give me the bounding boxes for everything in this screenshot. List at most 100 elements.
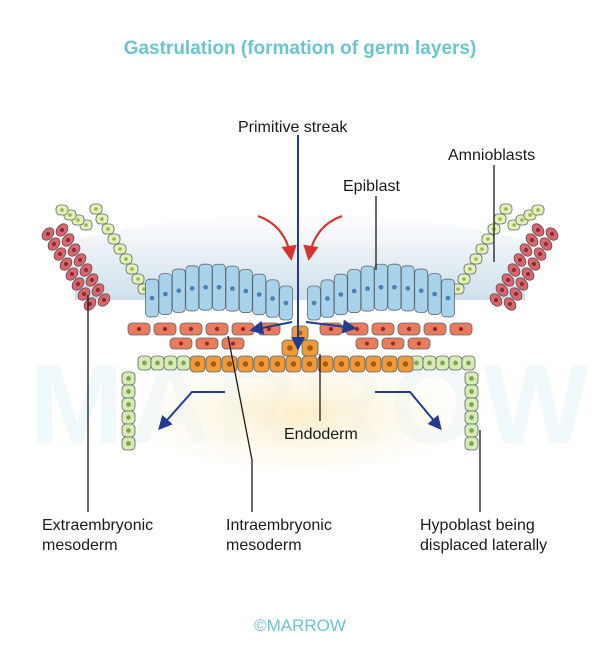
endoderm-cell-nucleus [194, 361, 201, 367]
hypoblast-cell-nucleus [126, 402, 131, 407]
label-hypoblast-line2: displaced laterally [420, 537, 548, 554]
hypoblast-cell-nucleus [126, 415, 131, 420]
mesoderm-cell-nucleus [240, 326, 246, 332]
amnioblast-cell-nucleus [468, 267, 472, 271]
mesoderm-cell-nucleus [214, 326, 220, 332]
extraembryonic-cell-nucleus [532, 262, 536, 266]
mesoderm-cell-nucleus [231, 341, 235, 346]
extraembryonic-cell-nucleus [508, 302, 512, 306]
endoderm-cell-nucleus [370, 361, 377, 367]
epiblast-cell-nucleus [418, 288, 424, 294]
extraembryonic-cell-nucleus [46, 232, 50, 236]
mesoderm-cell-nucleus [458, 326, 464, 332]
mesoderm-cell-nucleus [328, 326, 334, 332]
hypoblast-cell-nucleus [469, 415, 474, 420]
epiblast-cell-nucleus [338, 292, 344, 297]
amnioblast-cell-nucleus [456, 287, 460, 291]
label-extraembryonic-line2: mesoderm [42, 537, 118, 554]
endoderm-cells [189, 325, 414, 373]
hypoblast-cell-nucleus [469, 402, 474, 407]
extraembryonic-cell-nucleus [96, 288, 100, 292]
extraembryonic-cell-nucleus [520, 282, 524, 286]
extraembryonic-cell-nucleus [76, 282, 80, 286]
epiblast-cell-nucleus [432, 291, 437, 297]
mesoderm-cell-nucleus [417, 341, 421, 346]
hypoblast-cell-nucleus [453, 360, 458, 366]
amnioblast-cell-nucleus [142, 287, 146, 291]
extraembryonic-cell-nucleus [66, 238, 70, 242]
epiblast-cell-nucleus [392, 284, 397, 290]
amnioblast-cells [55, 203, 545, 295]
extraembryonic-cell-nucleus [512, 268, 516, 272]
endoderm-cell-nucleus [386, 361, 393, 367]
label-intraembryonic-line2: mesoderm [226, 537, 302, 554]
amnioblast-cell-nucleus [512, 223, 516, 227]
amnioblast-cell-nucleus [94, 207, 98, 211]
amnioblast-cell-nucleus [68, 213, 72, 217]
extraembryonic-cell-nucleus [500, 288, 504, 292]
amnioblast-cell-nucleus [520, 218, 524, 222]
endoderm-cell-nucleus [402, 361, 409, 367]
amnioblast-cell-nucleus [130, 267, 134, 271]
amnioblast-cell-nucleus [124, 257, 128, 261]
extraembryonic-cell-nucleus [72, 248, 76, 252]
leader-intraembryonic [227, 335, 253, 512]
endoderm-cell-nucleus [242, 361, 249, 367]
extraembryonic-cell-nucleus [494, 298, 498, 302]
epiblast-cell-nucleus [365, 286, 370, 291]
mesoderm-cell-nucleus [136, 326, 142, 332]
amnioblast-cell-nucleus [112, 237, 116, 241]
diagram-title: Gastrulation (formation of germ layers) [123, 38, 477, 59]
extraembryonic-cell-nucleus [70, 272, 74, 276]
amnioblast-cell-nucleus [474, 257, 478, 261]
endoderm-cell-nucleus [274, 361, 281, 367]
epiblast-cells [145, 263, 455, 321]
label-amnioblasts: Amnioblasts [448, 147, 536, 164]
extraembryonic-cell-nucleus [524, 248, 528, 252]
amnioblast-cell-nucleus [480, 247, 484, 251]
mesoderm-cell-nucleus [162, 326, 168, 332]
endoderm-cell-nucleus [307, 345, 313, 351]
copyright-footer: ©MARROW [254, 616, 346, 635]
hypoblast-arrow-left [158, 391, 225, 431]
endoderm-cell-nucleus [306, 361, 313, 367]
hypoblast-cell-nucleus [469, 441, 474, 446]
hypoblast-cell-nucleus [168, 360, 173, 366]
hypoblast-cell-nucleus [469, 428, 474, 433]
epiblast-cell-nucleus [325, 296, 330, 301]
mesoderm-cell-nucleus [432, 326, 438, 332]
epiblast-cell-nucleus [149, 295, 155, 301]
mesoderm-cell-nucleus [406, 326, 412, 332]
endoderm-cell-nucleus [210, 361, 217, 367]
amnioblast-cell-nucleus [462, 277, 466, 281]
mesoderm-cell-nucleus [365, 341, 369, 346]
extraembryonic-cell-nucleus [526, 272, 530, 276]
extraembryonic-cell-nucleus [514, 292, 518, 296]
hypoblast-cell-nucleus [155, 360, 160, 366]
extraembryonic-cell-nucleus [102, 298, 106, 302]
mesoderm-cell-nucleus [179, 341, 183, 346]
endoderm-cell-nucleus [322, 361, 329, 367]
epiblast-cell-nucleus [351, 288, 357, 294]
inward-arrow-right [303, 214, 343, 262]
hypoblast-cell-nucleus [469, 376, 474, 381]
epiblast-cell-nucleus [243, 288, 249, 294]
extraembryonic-cell-nucleus [82, 292, 86, 296]
extraembryonic-cell-nucleus [550, 232, 554, 236]
extraembryonic-cell-nucleus [60, 228, 64, 232]
epiblast-cell-nucleus [216, 284, 222, 290]
extraembryonic-cell-nucleus [90, 278, 94, 282]
extraembryonic-cell-nucleus [84, 268, 88, 272]
hypoblast-arrow-right [375, 391, 442, 431]
endoderm-cell-nucleus [290, 361, 297, 367]
amnioblast-cell-nucleus [106, 227, 110, 231]
migration-arrow-right [305, 319, 357, 334]
mesoderm-cell-nucleus [266, 326, 272, 332]
extraembryonic-cell-nucleus [530, 238, 534, 242]
hypoblast-cell-nucleus [414, 360, 419, 366]
hypoblast-cell-nucleus [126, 389, 131, 394]
extraembryonic-cell-nucleus [536, 228, 540, 232]
hypoblast-cell-nucleus [427, 360, 432, 366]
endoderm-cell-nucleus [226, 361, 233, 367]
